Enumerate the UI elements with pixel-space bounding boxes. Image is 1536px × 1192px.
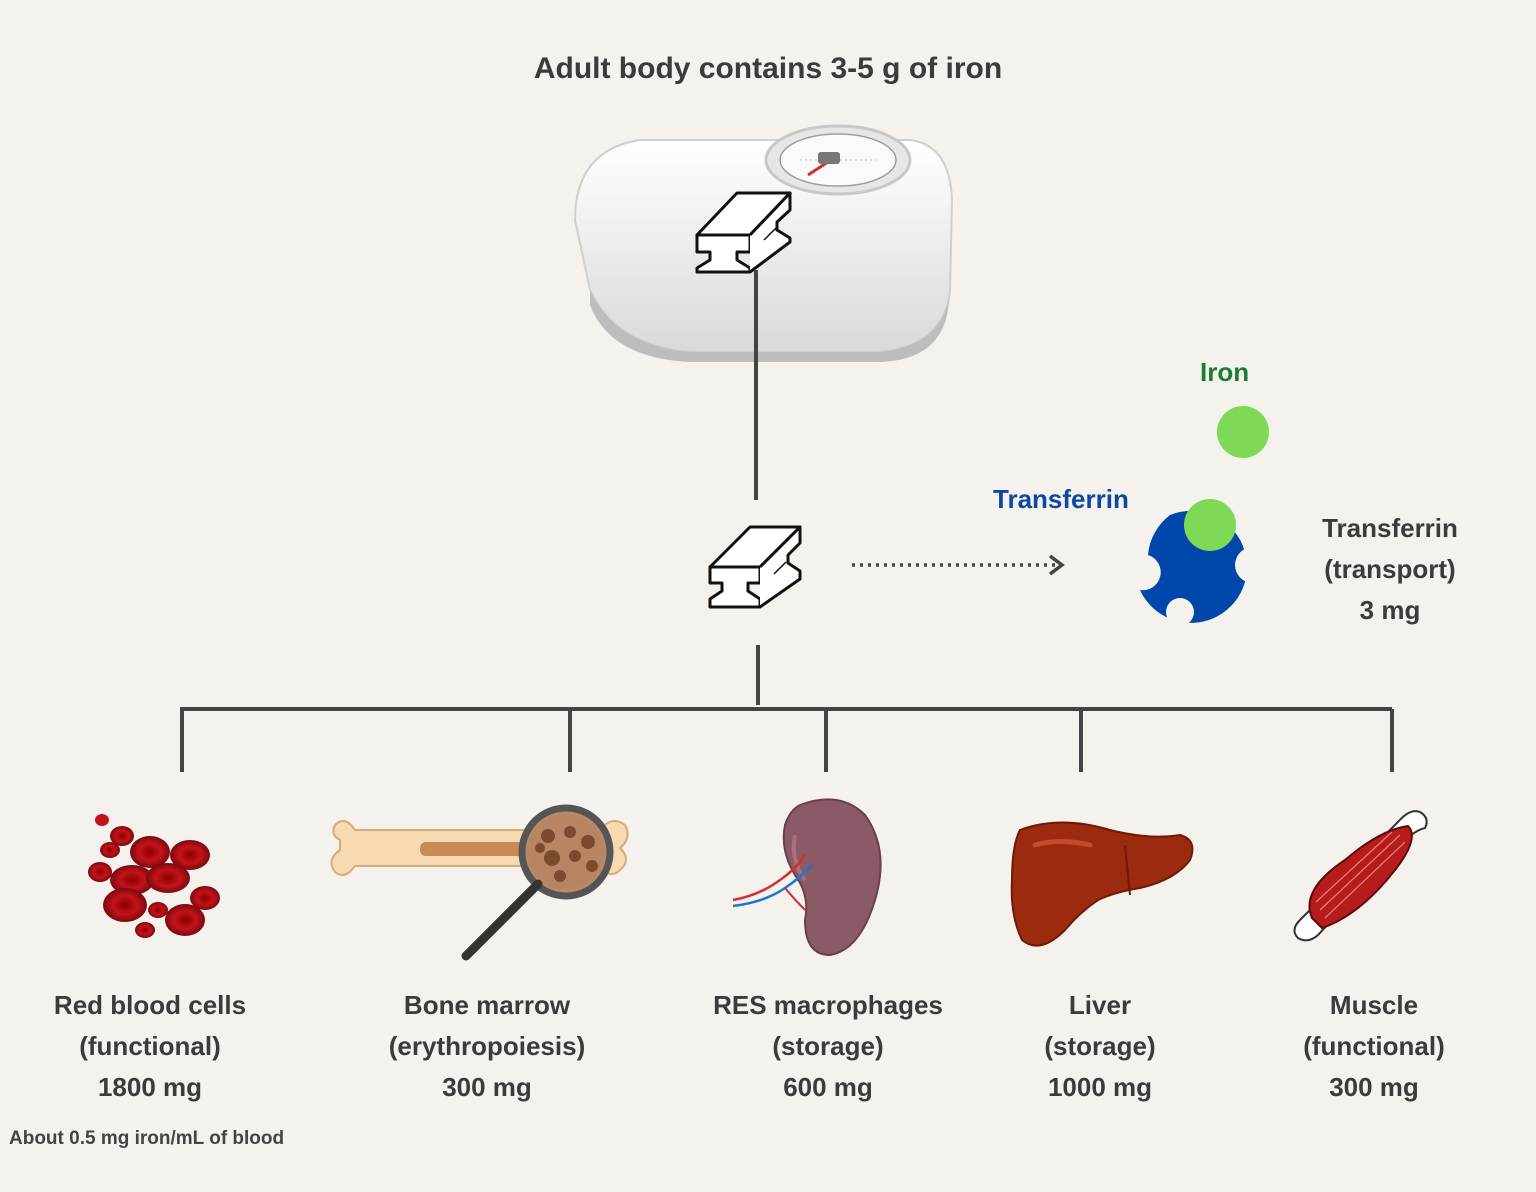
compartment-muscle: Muscle (functional) 300 mg: [1274, 985, 1474, 1108]
compartment-amount: 600 mg: [783, 1072, 873, 1102]
compartment-red-blood-cells: Red blood cells (functional) 1800 mg: [20, 985, 280, 1108]
compartment-name: Liver: [1068, 990, 1132, 1020]
dotted-arrow: [852, 554, 1065, 576]
compartment-res-macrophages: RES macrophages (storage) 600 mg: [690, 985, 966, 1108]
compartment-liver: Liver (storage) 1000 mg: [1000, 985, 1200, 1108]
compartment-role: (storage): [772, 1031, 884, 1061]
iron-atom-icon: [1217, 406, 1269, 458]
blood-iron-footnote: About 0.5 mg iron/mL of blood: [9, 1128, 285, 1149]
compartment-role: (functional): [1303, 1031, 1445, 1061]
iron-ingot-icon: [708, 525, 802, 609]
transferrin-label: Transferrin: [993, 484, 1129, 514]
transport-name: Transferrin: [1322, 513, 1458, 543]
compartment-name: Bone marrow: [403, 990, 571, 1020]
transport-compartment-label: Transferrin (transport) 3 mg: [1300, 508, 1480, 631]
tree-connectors: [180, 645, 1394, 772]
iron-label: Iron: [1200, 357, 1250, 387]
muscle-icon: [1293, 810, 1428, 942]
bone-marrow-icon: [330, 804, 629, 961]
compartment-amount: 1000 mg: [1047, 1072, 1153, 1102]
transport-role: (transport): [1324, 554, 1456, 584]
transport-amount: 3 mg: [1359, 595, 1421, 625]
compartment-bone-marrow: Bone marrow (erythropoiesis) 300 mg: [357, 985, 617, 1108]
diagram-title: Adult body contains 3-5 g of iron: [533, 52, 1003, 85]
iron-ingot-icon: [695, 191, 792, 274]
compartment-amount: 1800 mg: [97, 1072, 203, 1102]
compartment-name: Red blood cells: [53, 990, 247, 1020]
compartment-name: RES macrophages: [713, 990, 943, 1020]
compartment-name: Muscle: [1329, 990, 1419, 1020]
scale-dial-icon: [764, 124, 912, 196]
compartment-role: (storage): [1044, 1031, 1156, 1061]
spleen-icon: [732, 798, 882, 957]
transferrin-protein-icon: [1140, 499, 1271, 626]
red-blood-cells-icon: [88, 814, 220, 938]
compartment-role: (functional): [79, 1031, 221, 1061]
compartment-amount: 300 mg: [442, 1072, 532, 1102]
compartment-amount: 300 mg: [1329, 1072, 1419, 1102]
compartment-role: (erythropoiesis): [388, 1031, 586, 1061]
liver-icon: [1010, 821, 1194, 947]
